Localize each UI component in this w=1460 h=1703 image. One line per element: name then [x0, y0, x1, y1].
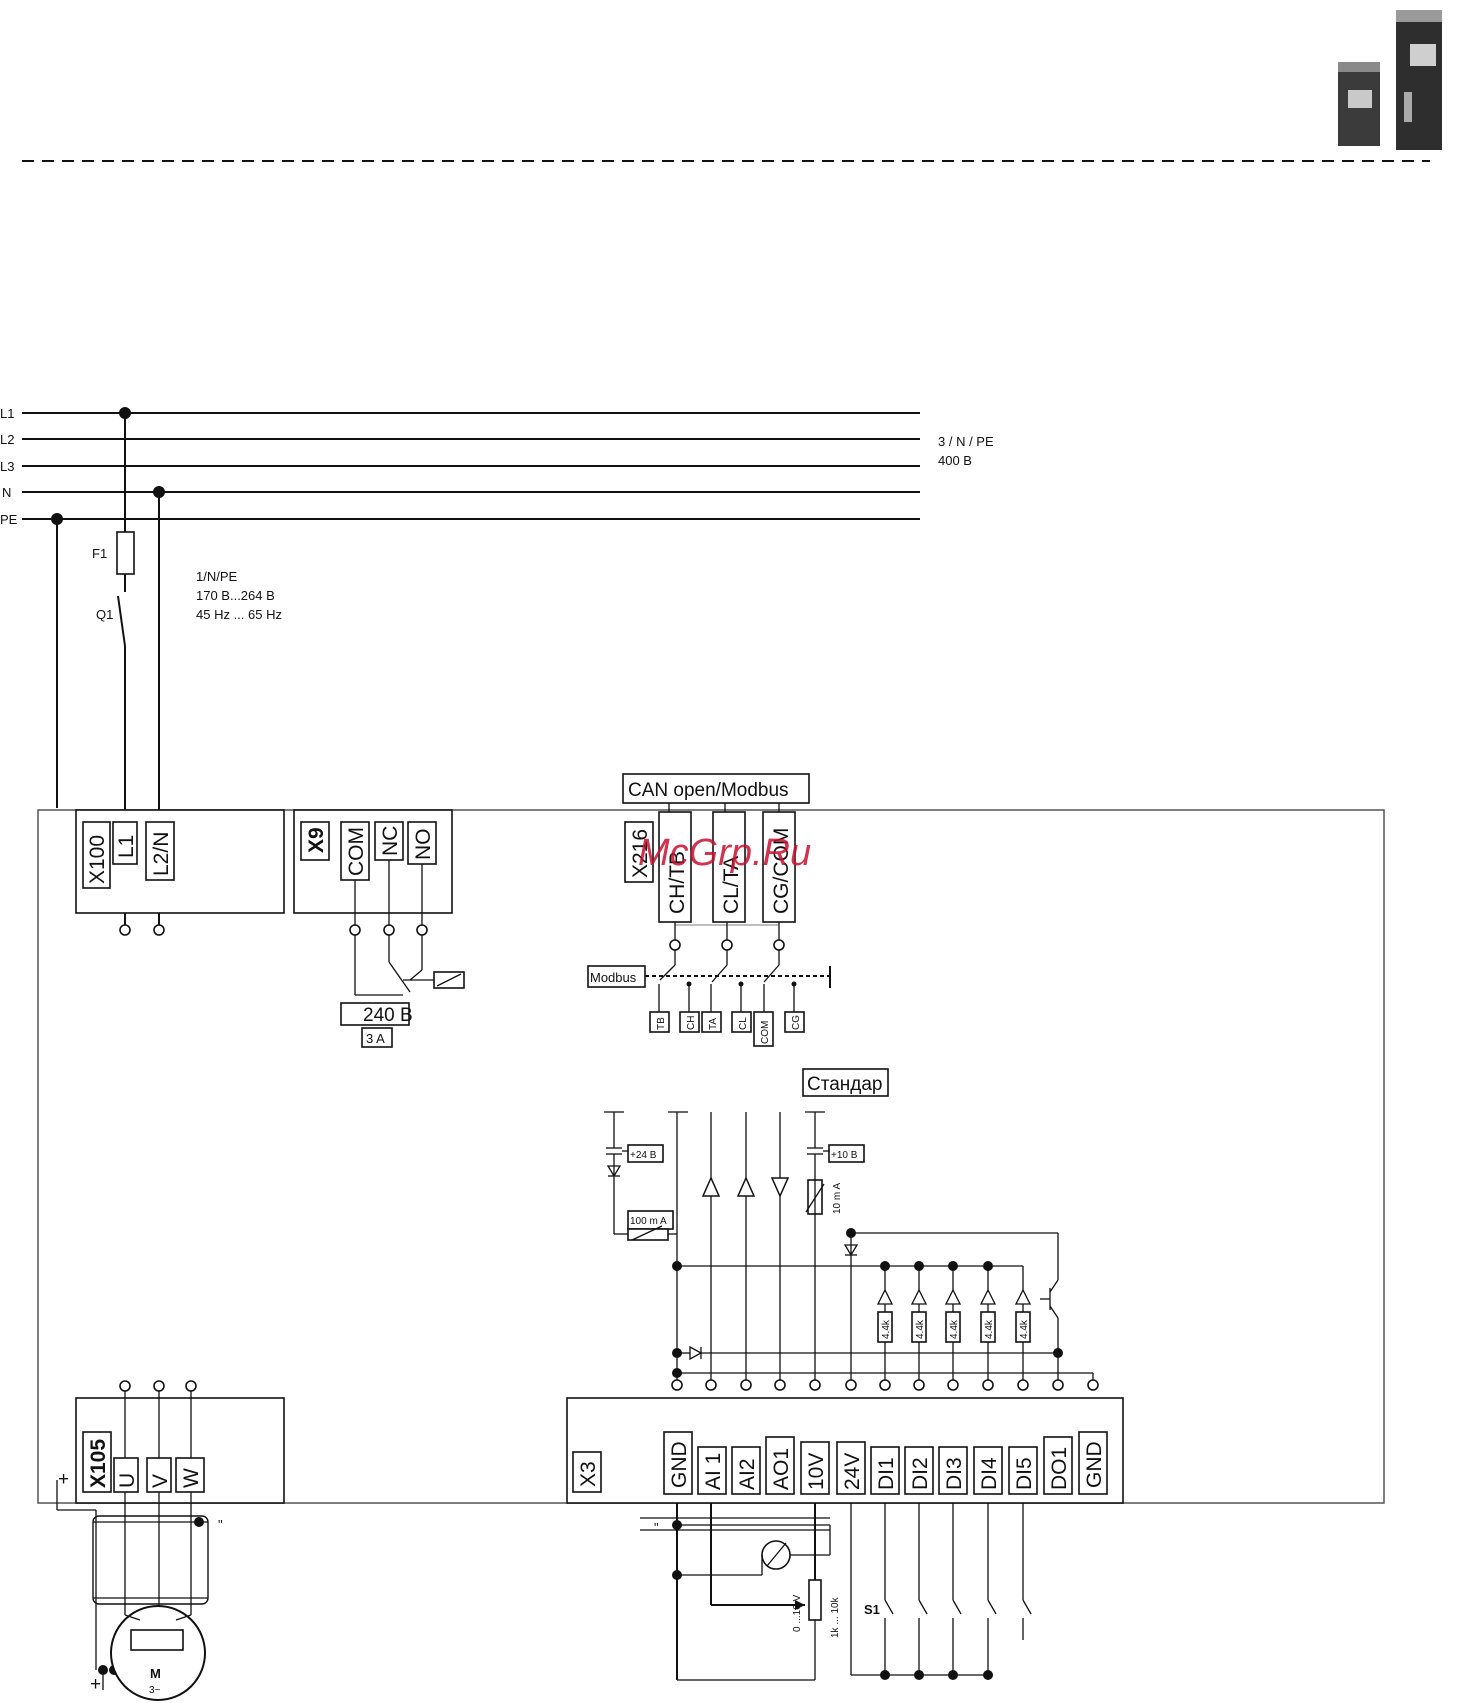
supply-busbars: L1 L2 L3 N PE 3 / N / PE 400 B: [0, 406, 994, 527]
x9-name: X9: [305, 827, 328, 853]
x105-pin-w: W: [180, 1468, 203, 1488]
x9-pin-nc: NC: [379, 826, 402, 856]
mains-note-1: 3 / N / PE: [938, 434, 994, 449]
bus-label-l2: L2: [0, 432, 14, 447]
resistor-di2: 4.4k: [915, 1319, 926, 1339]
x3-pin-ai2: AI2: [736, 1458, 759, 1490]
terminal-x9: X9 COM NC NO 240 B 3 A: [293, 809, 465, 1048]
input-note-2: 170 B...264 B: [196, 588, 275, 603]
modbus-pin-ta: TA: [708, 1018, 719, 1030]
x105-pin-u: U: [116, 1473, 139, 1488]
relay-rating-v: 240 B: [363, 1005, 413, 1026]
input-note-3: 45 Hz ... 65 Hz: [196, 607, 282, 622]
x3-pin-di5: DI5: [1013, 1457, 1036, 1490]
di-opto-1: 4.4k: [876, 1266, 894, 1380]
motor-label: M: [150, 1666, 161, 1681]
switch-s1-label: S1: [864, 1602, 880, 1617]
fuse-f1: [116, 531, 135, 575]
x3-pin-gnd1: GND: [668, 1441, 691, 1488]
motor-m: " M 3~ + +: [56, 1469, 223, 1701]
x216-pin-ch: CH/TB: [666, 851, 689, 914]
x100-pin-l1: L1: [115, 835, 138, 858]
bus-label-n: N: [2, 485, 11, 500]
relay-rating-a: 3 A: [366, 1031, 385, 1046]
modbus-pin-ch: CH: [686, 1016, 697, 1030]
x3-pin-ai1: AI 1: [702, 1453, 725, 1490]
terminal-x105: X105 U V W: [75, 1380, 285, 1504]
input-note-1: 1/N/PE: [196, 569, 238, 584]
bus-label-l3: L3: [0, 459, 14, 474]
di-opto-3: 4.4k: [944, 1266, 962, 1380]
mains-note-2: 400 B: [938, 453, 972, 468]
modbus-pin-tb: TB: [656, 1017, 667, 1030]
x3-pin-di1: DI1: [875, 1457, 898, 1490]
di-opto-2: 4.4k: [910, 1266, 928, 1380]
can-bus-title: CAN open/Modbus: [628, 780, 789, 801]
fuse-label: F1: [92, 546, 107, 561]
x3-pin-di3: DI3: [943, 1457, 966, 1490]
x105-name: X105: [87, 1439, 110, 1488]
modbus-label: Modbus: [590, 970, 637, 985]
plus-bottom: +: [90, 1674, 101, 1695]
di-switches: S1: [850, 1503, 1032, 1680]
x3-pin-24v: 24V: [841, 1453, 864, 1490]
modbus-pin-cl: CL: [738, 1017, 749, 1030]
x3-pin-di4: DI4: [978, 1457, 1001, 1490]
x216-pin-cl: CL/TA: [720, 856, 743, 914]
modbus-connector: Modbus TB CH TA CL COM CG: [587, 965, 831, 1047]
x9-pin-no: NO: [412, 829, 435, 861]
terminal-x216: CAN open/Modbus X216 CH/TB CL/TA CG/COM: [622, 773, 810, 983]
pot-value: 1k ... 10k: [830, 1596, 841, 1638]
x3-pin-10v: 10V: [805, 1453, 828, 1490]
supply-10v: +10 B: [831, 1150, 858, 1161]
watermark: McGrp.Ru: [638, 832, 811, 874]
x216-name: X216: [629, 829, 652, 878]
terminal-x100: X100 L1 L2/N: [75, 809, 285, 936]
x216-pin-cg: CG/COM: [770, 828, 793, 914]
motor-shield-mark: ": [218, 1517, 223, 1532]
modbus-pin-com: COM: [760, 1021, 771, 1044]
io-standard: Стандар +24 B 100 m A +: [604, 1068, 1094, 1380]
bus-label-l1: L1: [0, 406, 14, 421]
terminal-x3: X3 GND AI 1 AI2 AO1 10V 24V DI1 DI2 DI3 …: [566, 1379, 1124, 1504]
shield-mark: ": [654, 1520, 659, 1535]
x3-pin-gnd2: GND: [1083, 1441, 1106, 1488]
switch-q1: [117, 595, 126, 647]
supply-24v: +24 B: [630, 1150, 657, 1161]
supply-feeds: F1 Q1 1/N/PE 170 B...264 B 45 Hz ... 65 …: [51, 407, 282, 930]
switch-label: Q1: [96, 607, 113, 622]
di-opto-5: 4.4k: [1014, 1288, 1032, 1380]
plus-top: +: [58, 1469, 69, 1490]
x3-pin-do1: DO1: [1048, 1447, 1071, 1490]
x100-pin-l2n: L2/N: [150, 832, 173, 876]
x100-name: X100: [86, 835, 109, 884]
motor-phase: 3~: [149, 1685, 161, 1696]
external-analog-wiring: " 0 ...10 V 1k ... 10k: [640, 1503, 841, 1681]
resistor-di1: 4.4k: [881, 1319, 892, 1339]
modbus-pin-cg: CG: [791, 1015, 802, 1030]
standard-label: Стандар: [807, 1074, 883, 1095]
pot-range: 0 ...10 V: [792, 1594, 803, 1632]
current-limit-100ma: 100 m A: [630, 1216, 667, 1227]
resistor-di5: 4.4k: [1019, 1319, 1030, 1339]
x3-pin-di2: DI2: [909, 1457, 932, 1490]
current-limit-10ma: 10 m A: [832, 1183, 843, 1214]
bus-label-pe: PE: [0, 512, 18, 527]
di-opto-4: 4.4k: [979, 1266, 997, 1380]
product-image: [1338, 10, 1442, 150]
x3-pin-ao1: AO1: [770, 1448, 793, 1490]
x3-name: X3: [577, 1461, 600, 1487]
resistor-di4: 4.4k: [984, 1319, 995, 1339]
x105-pin-v: V: [149, 1474, 172, 1488]
x9-pin-com: COM: [345, 827, 368, 876]
resistor-di3: 4.4k: [949, 1319, 960, 1339]
